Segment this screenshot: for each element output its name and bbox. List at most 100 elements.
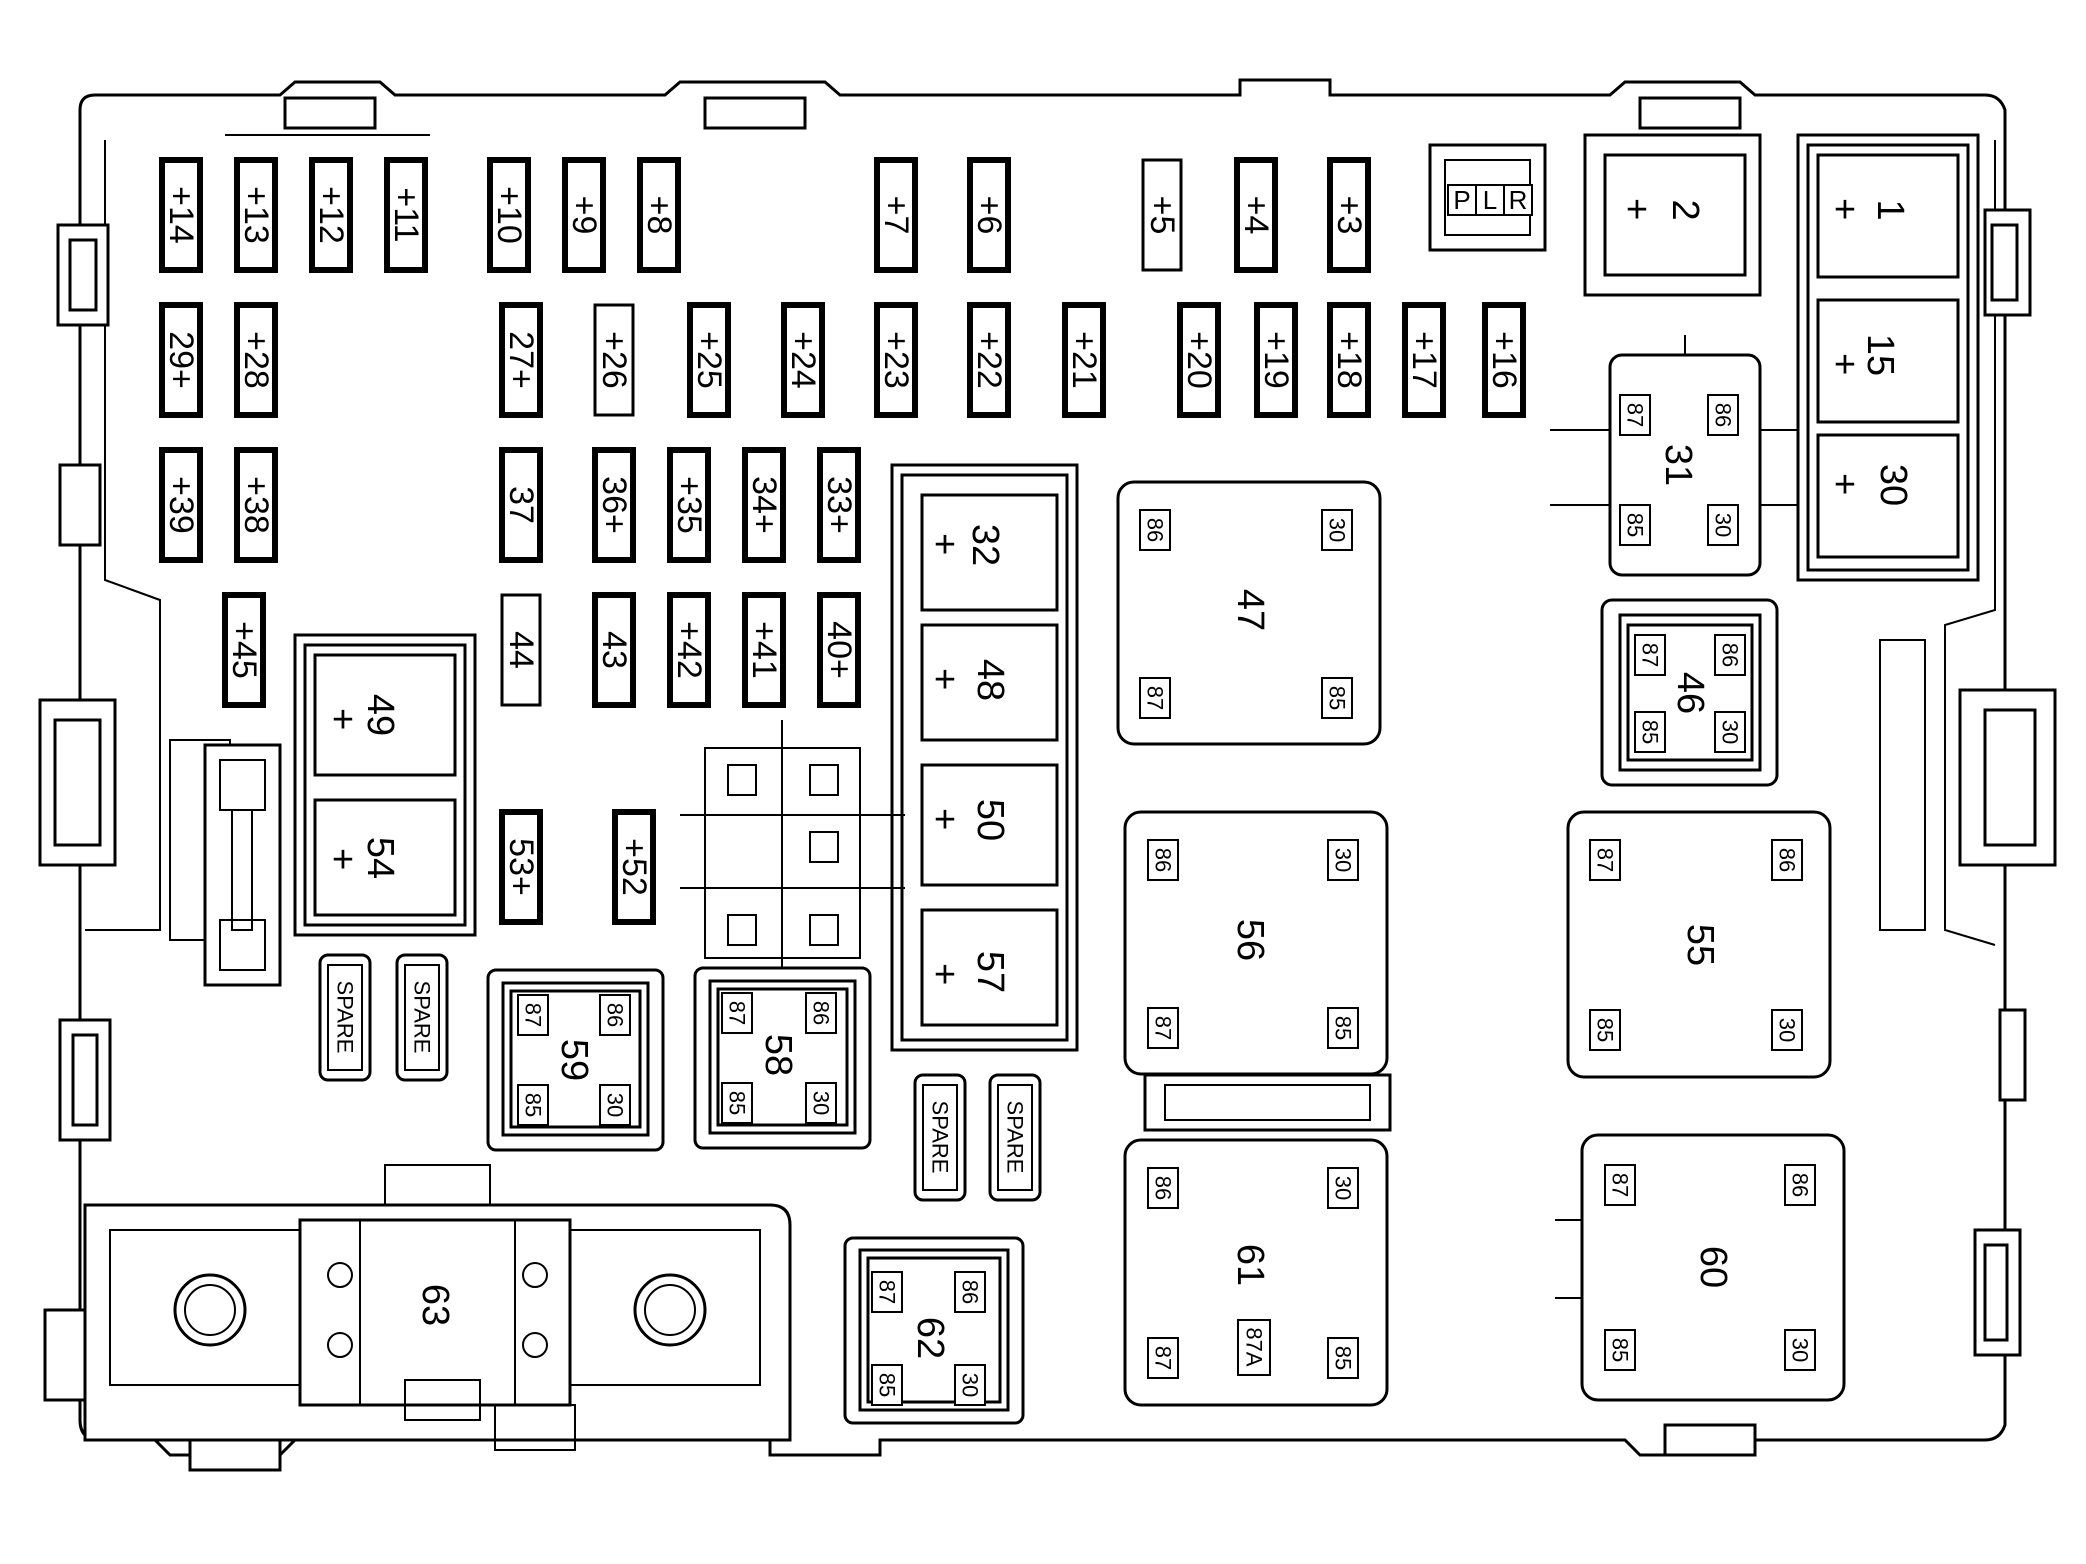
cartridge-32-plus: + xyxy=(934,524,956,566)
relay-62-pin-30: 30 xyxy=(958,1373,983,1397)
relay-55-label: 55 xyxy=(1679,924,1721,966)
cartridge-15-plus: + xyxy=(1834,344,1856,386)
fuse-43: 43 xyxy=(592,592,636,708)
cartridge-block-center: 32 + 48 + 50 + 57 + xyxy=(890,463,1079,1052)
cartridge-57: 57 + xyxy=(920,908,1059,1027)
fuse-44: 44 xyxy=(500,593,542,707)
fuse-40: 40+ xyxy=(817,592,861,708)
fuse-28-label: +28 xyxy=(237,331,275,389)
fuse-21-label: +21 xyxy=(1065,331,1103,389)
relay-31-pin-30: 30 xyxy=(1711,513,1736,537)
cartridge-32: 32 + xyxy=(920,493,1059,612)
relay-60: 87 86 85 30 60 xyxy=(1555,1133,1846,1402)
relay-55: 87 86 85 30 55 xyxy=(1566,810,1832,1079)
cartridge-48-plus: + xyxy=(934,659,956,701)
relay-47-pin-30: 30 xyxy=(1325,518,1350,542)
relay-59-pin-86: 86 xyxy=(603,1003,628,1027)
relay-58-pin-30: 30 xyxy=(809,1091,834,1115)
fuse-8: +8 xyxy=(637,157,681,273)
cartridge-49-plus: + xyxy=(332,699,354,741)
spare-fuse-2-label: SPARE xyxy=(410,981,435,1054)
fuse-27: 27+ xyxy=(499,302,543,418)
fuse-44-label: 44 xyxy=(502,631,540,669)
fuse-41-label: +41 xyxy=(745,621,783,679)
relay-62-pin-85: 85 xyxy=(875,1373,900,1397)
relay-59-pin-85: 85 xyxy=(521,1093,546,1117)
fuse-25-label: +25 xyxy=(690,331,728,389)
plr-p-label: P xyxy=(1453,185,1470,215)
cartridge-57-plus: + xyxy=(934,954,956,996)
fuse-10: +10 xyxy=(487,157,531,273)
relay-55-pin-87: 87 xyxy=(1593,848,1618,872)
fuse-16-label: +16 xyxy=(1485,331,1523,389)
fuse-17: +17 xyxy=(1402,302,1446,418)
fuse-7-label: +7 xyxy=(877,196,915,235)
relay-55-pin-30: 30 xyxy=(1775,1018,1800,1042)
fuse-43-label: 43 xyxy=(595,631,633,669)
fuse-20-label: +20 xyxy=(1180,331,1218,389)
relay-46-pin-85: 85 xyxy=(1638,720,1663,744)
relay-46-pin-86: 86 xyxy=(1718,643,1743,667)
cartridge-30: 30 + xyxy=(1816,433,1960,559)
cartridge-50-plus: + xyxy=(934,799,956,841)
fuse-5: +5 xyxy=(1141,158,1183,272)
fuse-23: +23 xyxy=(874,302,918,418)
fuse-36: 36+ xyxy=(592,447,636,563)
relay-59-pin-30: 30 xyxy=(603,1093,628,1117)
relay-31: 87 86 85 30 31 xyxy=(1550,335,1798,577)
relay-47-pin-87: 87 xyxy=(1143,686,1168,710)
cartridge-54: 54 + xyxy=(313,798,457,917)
cartridge-49-label: 49 xyxy=(359,694,401,736)
fuse-45: +45 xyxy=(222,592,266,708)
fuse-22: +22 xyxy=(967,302,1011,418)
fuse-17-label: +17 xyxy=(1405,331,1443,389)
fuse-26-label: +26 xyxy=(595,331,633,389)
relay-56-pin-85: 85 xyxy=(1331,1016,1356,1040)
spare-fuse-3: SPARE xyxy=(913,1073,967,1202)
relay-61: 86 30 87 85 87A 61 xyxy=(1123,1138,1389,1407)
spare-fuse-1-label: SPARE xyxy=(333,981,358,1054)
fuse-35-label: +35 xyxy=(670,476,708,534)
fuse-8-label: +8 xyxy=(640,196,678,235)
cartridge-block-left: 49 + 54 + xyxy=(293,633,477,937)
fuse-9: +9 xyxy=(562,157,606,273)
fuse-4: +4 xyxy=(1234,157,1278,273)
relay-58-pin-86: 86 xyxy=(809,1001,834,1025)
relay-62-pin-87: 87 xyxy=(875,1280,900,1304)
fuse-33: 33+ xyxy=(817,447,861,563)
cartridge-49: 49 + xyxy=(313,653,457,777)
relay-61-pin-86: 86 xyxy=(1151,1176,1176,1200)
cartridge-50-label: 50 xyxy=(969,799,1011,841)
fuse-23-label: +23 xyxy=(877,331,915,389)
cartridge-15: 15 + xyxy=(1816,298,1960,424)
fuse-37: 37 xyxy=(499,447,543,563)
cartridge-54-plus: + xyxy=(332,839,354,881)
relay-55-pin-86: 86 xyxy=(1775,848,1800,872)
cartridge-50: 50 + xyxy=(920,763,1059,887)
fuse-5-label: +5 xyxy=(1143,196,1181,235)
cartridge-1-plus: + xyxy=(1834,189,1856,231)
relay-31-pin-87: 87 xyxy=(1623,403,1648,427)
left-bracket xyxy=(203,743,282,987)
fuse-19: +19 xyxy=(1254,302,1298,418)
relay-56-pin-86: 86 xyxy=(1151,848,1176,872)
fuse-11-label: +11 xyxy=(387,187,425,242)
relay-60-pin-86: 86 xyxy=(1788,1173,1813,1197)
fuse-53: 53+ xyxy=(499,809,543,925)
relay-47-pin-85: 85 xyxy=(1325,686,1350,710)
fuse-39-label: +39 xyxy=(162,476,200,534)
relay-56-pin-87: 87 xyxy=(1151,1016,1176,1040)
fuse-20: +20 xyxy=(1177,302,1221,418)
fuse-33-label: 33+ xyxy=(820,476,858,534)
terminal-grid xyxy=(680,720,905,990)
fuse-7: +7 xyxy=(874,157,918,273)
relay-61-label: 61 xyxy=(1229,1244,1271,1286)
fuse-36-label: 36+ xyxy=(595,476,633,534)
spare-fuse-3-label: SPARE xyxy=(928,1101,953,1174)
cartridge-2-label: 2 xyxy=(1664,199,1706,220)
mid-bracket xyxy=(1143,1073,1392,1132)
relay-55-pin-85: 85 xyxy=(1593,1018,1618,1042)
relay-61-pin-87: 87 xyxy=(1151,1346,1176,1370)
cartridge-30-plus: + xyxy=(1834,464,1856,506)
mega-fuse-63: 63 xyxy=(83,1164,792,1451)
